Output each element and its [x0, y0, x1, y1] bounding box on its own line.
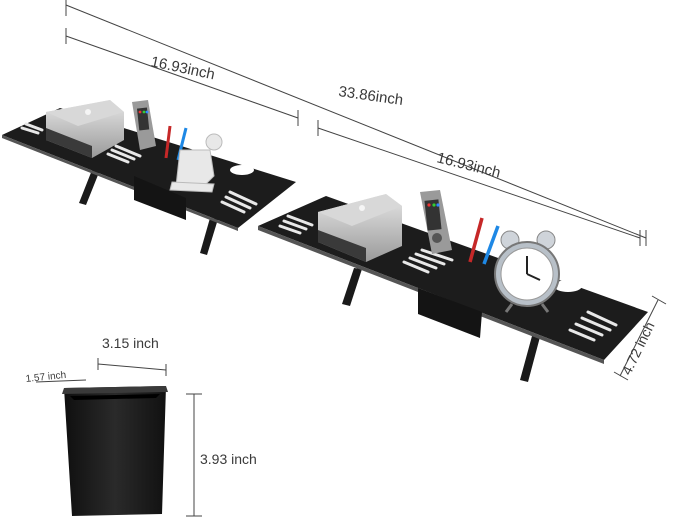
right-shelf-length-label: 16.93inch — [435, 149, 502, 181]
right-mini-pc — [318, 194, 402, 262]
cup-depth-label: 1.57 inch — [25, 370, 67, 385]
right-remote — [420, 190, 452, 254]
left-shelf-length-label: 16.93inch — [149, 53, 216, 83]
right-shelf-dimension-line — [317, 120, 641, 246]
left-shelf-dimension-line — [65, 28, 299, 126]
alarm-clock — [494, 230, 560, 313]
shelf-depth-dimension-line — [613, 295, 667, 381]
total-length-label: 33.86inch — [337, 83, 404, 109]
cup-depth-dimension-line — [35, 379, 87, 383]
left-remote — [132, 100, 156, 150]
cup-width-dimension-line — [97, 358, 167, 376]
left-mini-pc — [46, 100, 124, 158]
cup-height-dimension-line — [186, 393, 202, 517]
cup-width-label: 3.15 inch — [102, 335, 159, 351]
storage-cup — [62, 386, 168, 516]
right-shelf — [258, 190, 648, 382]
cup-height-label: 3.93 inch — [200, 451, 257, 467]
thinker-figurine — [169, 133, 223, 193]
left-shelf — [2, 100, 296, 255]
total-length-dimension-line — [65, 0, 647, 246]
